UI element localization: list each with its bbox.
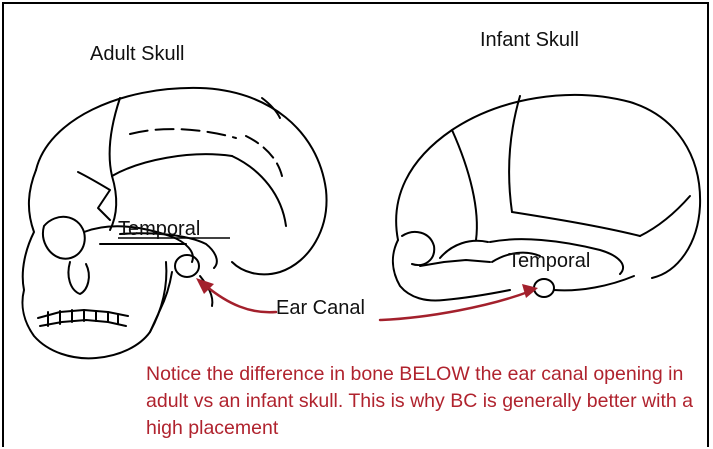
explanation-note: Notice the difference in bone BELOW the … (146, 361, 706, 442)
ear-canal-label: Ear Canal (276, 298, 365, 318)
ear-canal-arrows (196, 278, 538, 320)
adult-skull-label: Adult Skull (90, 44, 185, 64)
temporal-infant-label: Temporal (508, 251, 590, 271)
infant-skull-label: Infant Skull (480, 30, 579, 50)
temporal-adult-label: Temporal (118, 219, 200, 239)
